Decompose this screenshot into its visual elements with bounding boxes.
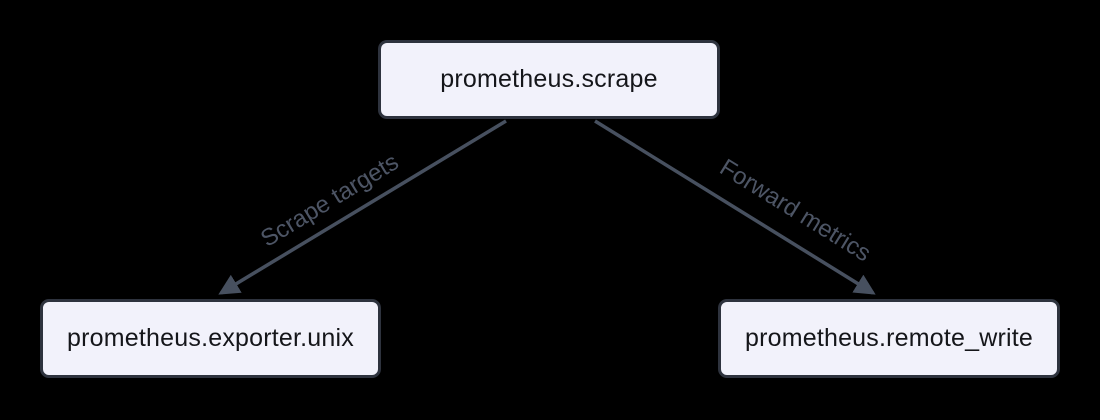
node-prometheus-exporter-unix-label: prometheus.exporter.unix bbox=[67, 324, 354, 352]
edge-scrape-to-exporter-arrow bbox=[218, 119, 507, 295]
node-prometheus-scrape: prometheus.scrape bbox=[378, 40, 720, 119]
node-prometheus-remote-write: prometheus.remote_write bbox=[718, 299, 1060, 378]
node-prometheus-remote-write-label: prometheus.remote_write bbox=[744, 324, 1034, 352]
node-prometheus-scrape-label: prometheus.scrape bbox=[440, 65, 658, 93]
node-prometheus-exporter-unix: prometheus.exporter.unix bbox=[40, 299, 381, 378]
edge-scrape-to-remote-write-arrow bbox=[594, 119, 876, 295]
